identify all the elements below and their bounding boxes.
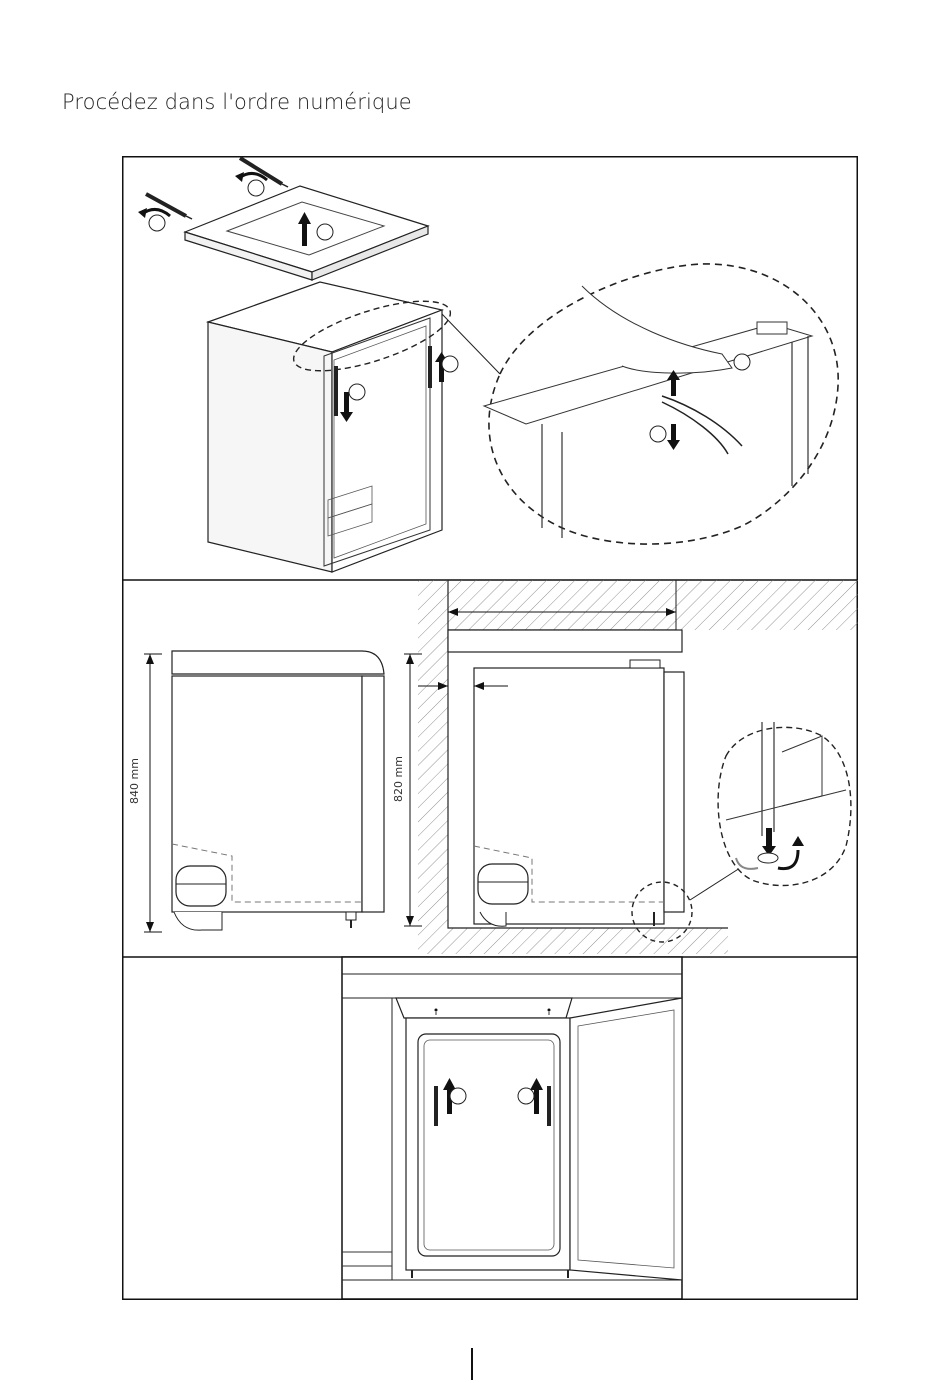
dimension-height-820: 820 mm: [392, 654, 422, 926]
screwdriver-icon: [235, 158, 288, 196]
fridge-side-view: [172, 651, 384, 930]
page-heading: Procédez dans l'ordre numérique: [62, 90, 412, 114]
hinge-detail-bubble: [484, 264, 838, 544]
dimension-label-820: 820 mm: [392, 756, 405, 802]
fridge-body: [208, 282, 442, 572]
screwdriver-icon: [138, 194, 192, 231]
page-marker: [471, 1348, 473, 1380]
fridge-in-niche: [474, 660, 684, 926]
dimension-height-840: 840 mm: [128, 654, 162, 932]
panel-remove-worktop: [138, 158, 838, 572]
instruction-figure: 840 mm: [122, 156, 858, 1300]
fridge-front: [406, 998, 682, 1280]
foot-detail-bubble: [718, 722, 851, 886]
panel-dimensions: 840 mm: [128, 580, 858, 954]
dimension-label-840: 840 mm: [128, 758, 141, 804]
panel-fixing-screws: [342, 957, 682, 1299]
